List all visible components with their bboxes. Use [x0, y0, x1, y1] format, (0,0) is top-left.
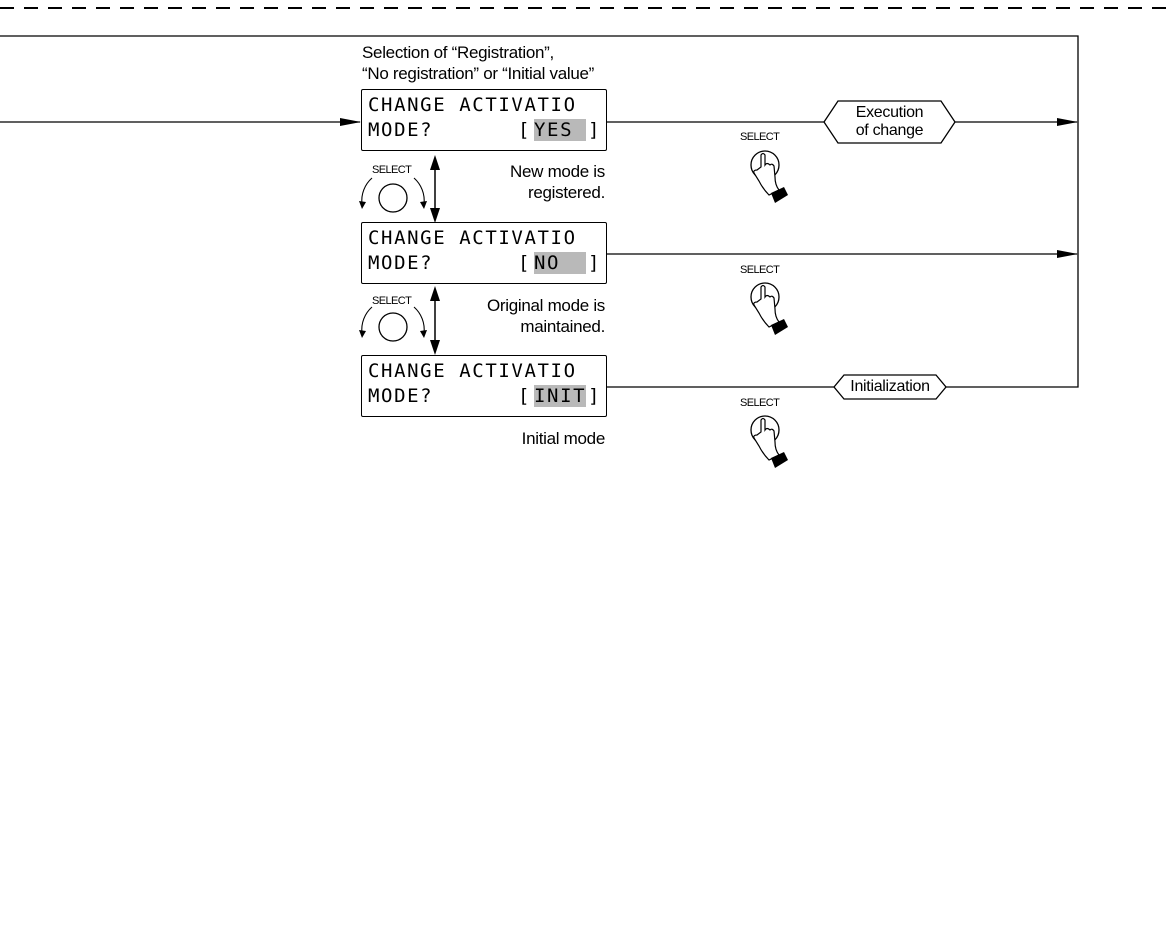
- note-yes-line2: registered.: [527, 183, 605, 202]
- lcd-line1: CHANGE ACTIVATIO: [368, 227, 577, 249]
- press-hand-icon: [750, 150, 788, 203]
- dial-label: SELECT: [372, 295, 412, 307]
- note-init: Initial mode: [521, 429, 606, 448]
- lcd-open-bracket: [: [518, 385, 532, 407]
- note-no-line2: maintained.: [520, 317, 605, 336]
- execution-tag-shape: [823, 100, 956, 144]
- lcd-mode-prefix: MODE?: [368, 385, 434, 407]
- select-dial-icon: [359, 306, 427, 342]
- lcd-close-bracket: ]: [588, 119, 602, 141]
- lcd-open-bracket: [: [518, 119, 532, 141]
- selection-caption-line2: “No registration” or “Initial value”: [362, 64, 595, 83]
- press-label: SELECT: [740, 131, 780, 143]
- lcd-mode-prefix: MODE?: [368, 119, 434, 141]
- double-arrow-no-init: [430, 286, 440, 355]
- press-label: SELECT: [740, 264, 780, 276]
- lcd-close-bracket: ]: [588, 385, 602, 407]
- note-no-line1: Original mode is: [486, 296, 605, 315]
- lcd-close-bracket: ]: [588, 252, 602, 274]
- select-dial-icon: [359, 177, 427, 213]
- lcd-line1: CHANGE ACTIVATIO: [368, 360, 577, 382]
- lcd-screen-no: CHANGE ACTIVATIO MODE? [ NO ]: [361, 222, 607, 284]
- execution-tag-line1: Execution: [855, 104, 924, 121]
- lcd-option-no: NO: [534, 252, 587, 274]
- outer-frame-line: [0, 35, 1079, 388]
- press-hand-icon: [750, 282, 788, 335]
- press-label: SELECT: [740, 397, 780, 409]
- initialization-tag-label: Initialization: [850, 378, 930, 395]
- lcd-option-yes: YES: [534, 119, 587, 141]
- press-hand-icon: [750, 415, 788, 468]
- dial-label: SELECT: [372, 164, 412, 176]
- lcd-line1: CHANGE ACTIVATIO: [368, 94, 577, 116]
- lcd-mode-prefix: MODE?: [368, 252, 434, 274]
- double-arrow-yes-no: [430, 155, 440, 223]
- lcd-screen-init: CHANGE ACTIVATIO MODE? [ INIT ]: [361, 355, 607, 417]
- execution-tag-line2: of change: [855, 122, 924, 139]
- lcd-open-bracket: [: [518, 252, 532, 274]
- note-yes-line1: New mode is: [510, 162, 605, 181]
- lcd-screen-yes: CHANGE ACTIVATIO MODE? [ YES ]: [361, 89, 607, 151]
- initialization-tag-shape: [833, 374, 947, 400]
- selection-caption-line1: Selection of “Registration”,: [362, 43, 554, 62]
- lcd-option-init: INIT: [534, 385, 587, 407]
